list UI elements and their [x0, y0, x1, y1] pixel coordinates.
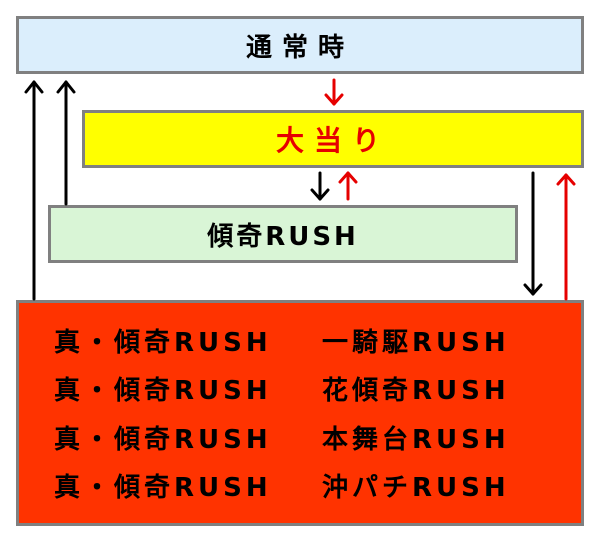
arrow-shin-to-normal	[24, 80, 44, 301]
normal-state-label: 通常時	[245, 32, 354, 63]
shin-row-right: 花傾奇RUSH	[322, 376, 510, 407]
shin-row-right: 一騎駆RUSH	[322, 328, 510, 359]
shin-row-right: 沖パチRUSH	[322, 472, 510, 503]
shin-row: 真・傾奇RUSH 本舞台RUSH	[54, 419, 546, 456]
keiki-rush-box: 傾奇RUSH	[48, 205, 518, 263]
arrow-keiki-to-normal	[56, 80, 76, 206]
shin-row-left: 真・傾奇RUSH	[54, 472, 272, 503]
shin-row: 真・傾奇RUSH 沖パチRUSH	[54, 467, 546, 504]
shin-row: 真・傾奇RUSH 花傾奇RUSH	[54, 370, 546, 407]
shin-keiki-rush-box: 真・傾奇RUSH 一騎駆RUSH 真・傾奇RUSH 花傾奇RUSH 真・傾奇RU…	[16, 300, 584, 526]
shin-row-left: 真・傾奇RUSH	[54, 328, 272, 359]
jackpot-box: 大当り	[82, 110, 584, 168]
keiki-rush-label: 傾奇RUSH	[207, 221, 359, 252]
arrow-jackpot-to-shin	[523, 171, 543, 296]
shin-row: 真・傾奇RUSH 一騎駆RUSH	[54, 322, 546, 359]
arrow-keiki-to-jackpot	[338, 171, 358, 201]
arrow-normal-to-jackpot	[324, 78, 344, 106]
jackpot-label: 大当り	[275, 124, 390, 157]
shin-row-right: 本舞台RUSH	[322, 424, 510, 455]
shin-row-left: 真・傾奇RUSH	[54, 424, 272, 455]
arrow-shin-to-jackpot	[556, 173, 576, 301]
shin-row-left: 真・傾奇RUSH	[54, 376, 272, 407]
normal-state-box: 通常時	[16, 16, 584, 74]
arrow-jackpot-to-keiki	[310, 171, 330, 201]
